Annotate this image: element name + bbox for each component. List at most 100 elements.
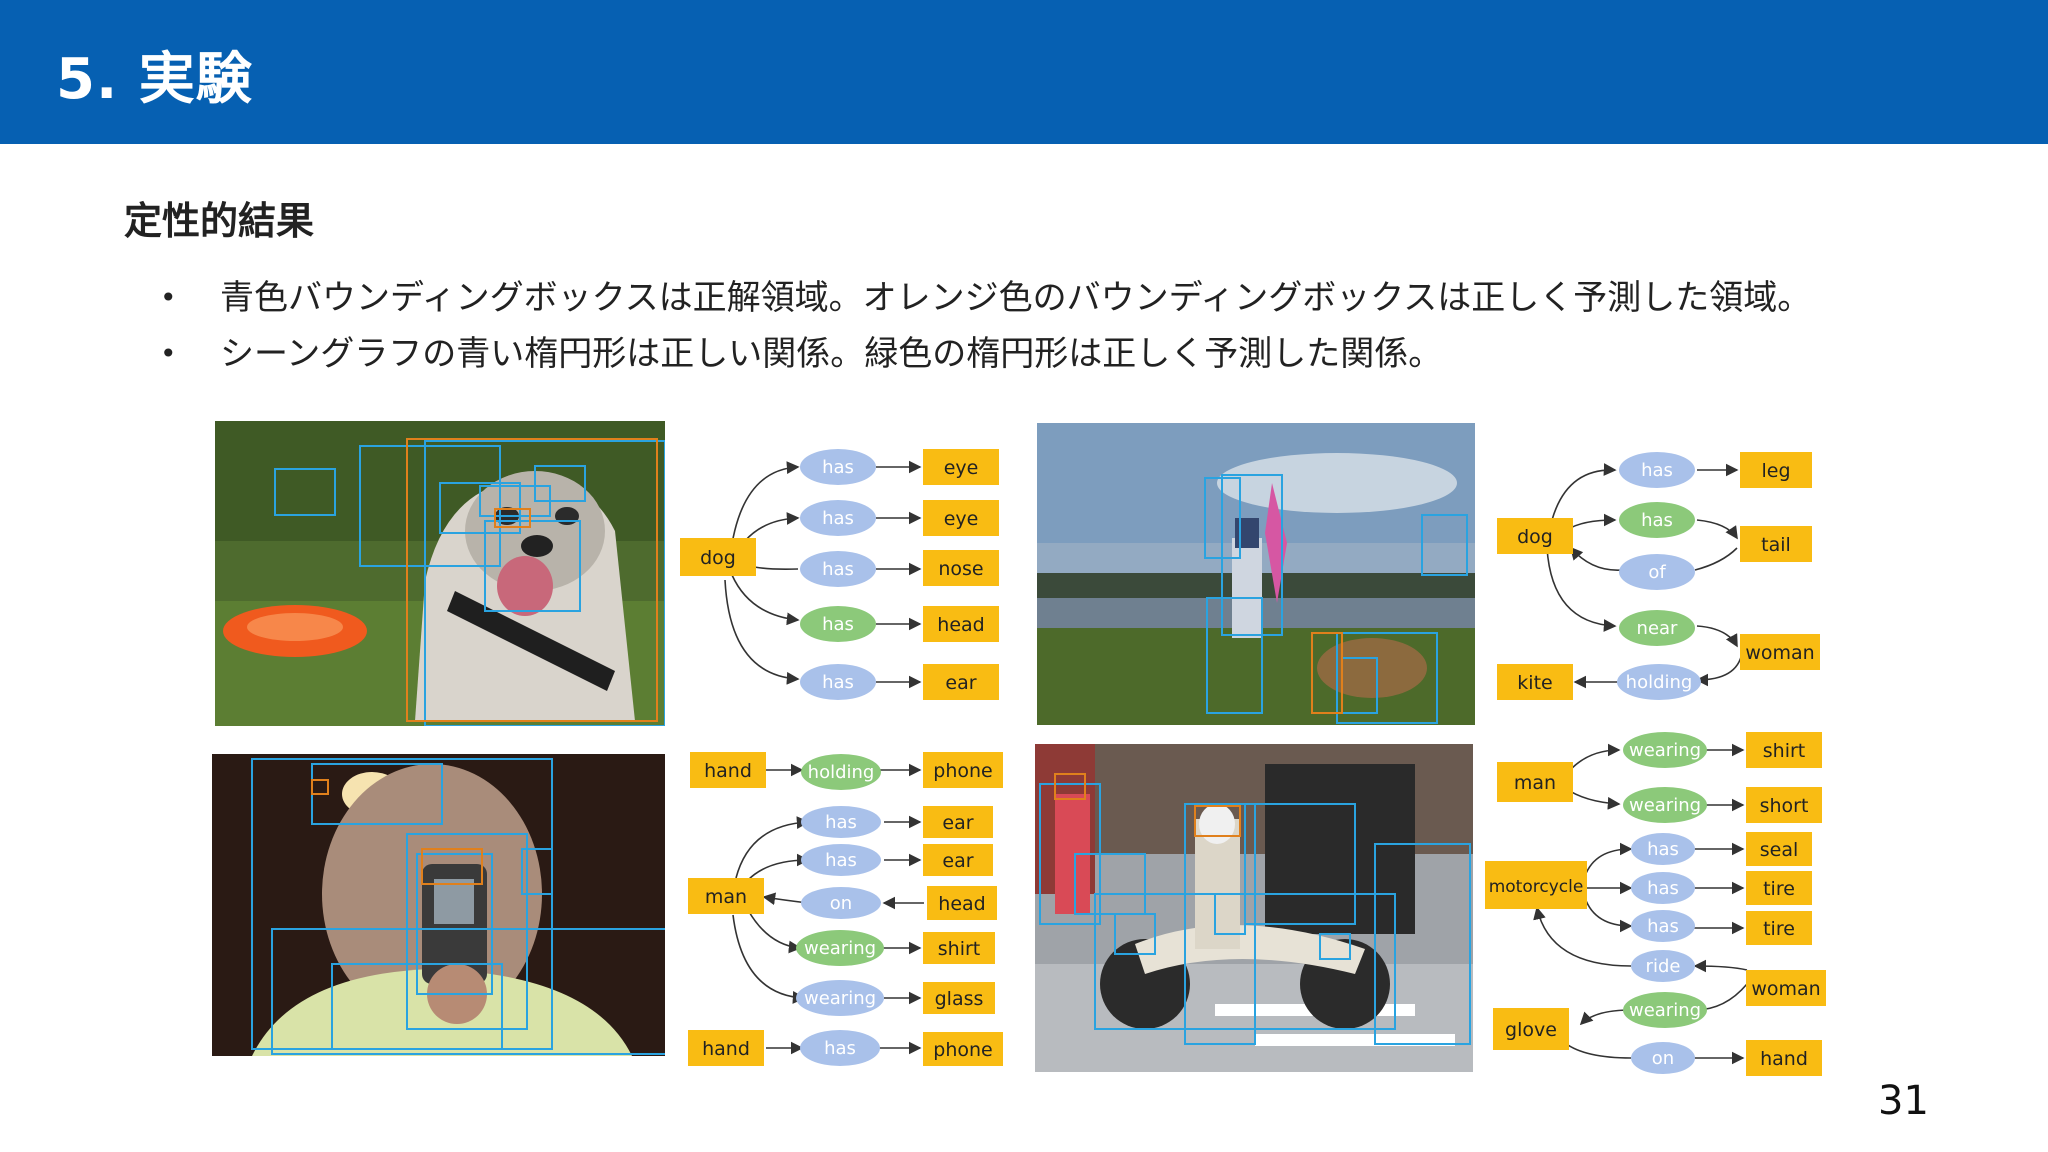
node-label: woman <box>1745 642 1814 664</box>
node-label: tire <box>1763 878 1795 900</box>
node-label: ear <box>945 672 976 694</box>
node-label: nose <box>938 558 983 580</box>
object-node: woman <box>1740 634 1820 670</box>
relation-label: has <box>822 672 854 693</box>
relation-node: has <box>800 664 876 700</box>
object-node: shirt <box>923 932 995 964</box>
object-node: motorcycle <box>1485 861 1587 909</box>
section-subtitle: 定性的結果 <box>124 199 315 243</box>
relation-node: of <box>1619 554 1695 590</box>
object-node: eye <box>923 500 999 536</box>
object-node: nose <box>923 550 999 586</box>
relation-label: near <box>1637 618 1679 639</box>
relation-node: has <box>801 806 881 838</box>
relation-label: has <box>1647 839 1679 860</box>
node-label: glass <box>935 988 984 1010</box>
node-label: head <box>938 893 985 915</box>
object-node: dog <box>680 538 756 576</box>
node-label: man <box>705 886 747 908</box>
relation-node: wearing <box>796 930 884 966</box>
node-label: hand <box>704 760 752 782</box>
object-node: hand <box>688 1030 764 1066</box>
relation-node: wearing <box>1623 787 1707 823</box>
bullet-item: • シーングラフの青い楕円形は正しい関係。緑色の楕円形は正しく予測した関係。 <box>156 326 1811 382</box>
relation-label: on <box>830 893 852 914</box>
relation-node: near <box>1619 610 1695 646</box>
node-label: short <box>1760 795 1809 817</box>
node-label: ear <box>942 812 973 834</box>
object-node: man <box>1497 762 1573 802</box>
bullet-list: • 青色バウンディングボックスは正解領域。オレンジ色のバウンディングボックスは正し… <box>156 270 1811 382</box>
relation-label: wearing <box>804 988 876 1009</box>
relation-node: has <box>800 449 876 485</box>
relation-node: has <box>1631 833 1695 865</box>
relation-label: holding <box>808 762 875 783</box>
object-node: glove <box>1493 1008 1569 1050</box>
node-label: head <box>937 614 984 636</box>
node-label: tire <box>1763 918 1795 940</box>
object-node: tire <box>1746 911 1812 945</box>
photo-motorcycle <box>1035 744 1473 1072</box>
object-node: seal <box>1746 832 1812 866</box>
relation-node: holding <box>1617 664 1701 700</box>
node-label: leg <box>1761 460 1790 482</box>
bullet-item: •青色バウンディングボックスは正解領域。オレンジ色のバウンディングボックスは正し… <box>156 270 1811 326</box>
relation-node: has <box>1631 872 1695 904</box>
relation-label: holding <box>1626 672 1693 693</box>
photo-dog <box>215 421 665 726</box>
bullet-text: 青色バウンディングボックスは正解領域。オレンジ色のバウンディングボックスは正しく… <box>220 278 1812 318</box>
relation-label: has <box>822 457 854 478</box>
relation-label: of <box>1648 562 1666 583</box>
node-label: dog <box>1517 526 1553 548</box>
page-number: 31 <box>1878 1078 1929 1124</box>
node-label: hand <box>1760 1048 1808 1070</box>
page-title: 5. 実験 <box>56 47 253 112</box>
relation-label: has <box>1641 510 1673 531</box>
relation-node: on <box>1631 1042 1695 1074</box>
object-node: head <box>927 886 997 920</box>
node-label: shirt <box>938 938 980 960</box>
node-label: dog <box>700 547 736 569</box>
relation-label: has <box>824 1038 856 1059</box>
object-node: kite <box>1497 664 1573 700</box>
node-label: eye <box>944 457 979 479</box>
object-node: head <box>923 606 999 642</box>
node-label: phone <box>933 1039 992 1061</box>
object-node: ear <box>923 806 993 838</box>
object-node: woman <box>1746 970 1826 1006</box>
relation-label: wearing <box>804 938 876 959</box>
relation-node: holding <box>801 754 881 790</box>
object-node: glass <box>923 982 995 1014</box>
scene-graph-motorcycle: man shirt short motorcycle seal tire tir… <box>1485 728 1826 1076</box>
header-bar: 5. 実験 <box>0 0 2048 144</box>
object-node: short <box>1746 787 1822 823</box>
relation-node: has <box>801 844 881 876</box>
object-node: ear <box>923 844 993 876</box>
relation-node: has <box>800 500 876 536</box>
scene-graph-dog: dog eye eye nose head ear has has has ha… <box>680 440 1005 710</box>
object-node: tire <box>1746 871 1812 905</box>
relation-label: ride <box>1646 956 1681 977</box>
relation-node: has <box>800 606 876 642</box>
relation-node: has <box>800 1030 880 1066</box>
object-node: hand <box>1746 1040 1822 1076</box>
node-label: kite <box>1517 672 1552 694</box>
relation-label: has <box>1641 460 1673 481</box>
relation-label: wearing <box>1629 1000 1701 1021</box>
relation-label: has <box>825 812 857 833</box>
object-node: ear <box>923 664 999 700</box>
relation-node: on <box>801 887 881 919</box>
object-node: man <box>688 878 764 914</box>
object-node: tail <box>1740 526 1812 562</box>
relation-label: has <box>1647 916 1679 937</box>
node-label: eye <box>944 508 979 530</box>
object-node: hand <box>690 752 766 788</box>
relation-node: wearing <box>796 980 884 1016</box>
bullet-text: シーングラフの青い楕円形は正しい関係。緑色の楕円形は正しく予測した関係。 <box>220 334 1443 374</box>
bullet-dot: • <box>160 337 177 370</box>
relation-label: has <box>822 559 854 580</box>
relation-label: has <box>1647 878 1679 899</box>
scene-graph-phone: hand phone man ear ear head shirt glass … <box>688 750 1008 1072</box>
object-node: shirt <box>1746 732 1822 768</box>
object-node: eye <box>923 449 999 485</box>
